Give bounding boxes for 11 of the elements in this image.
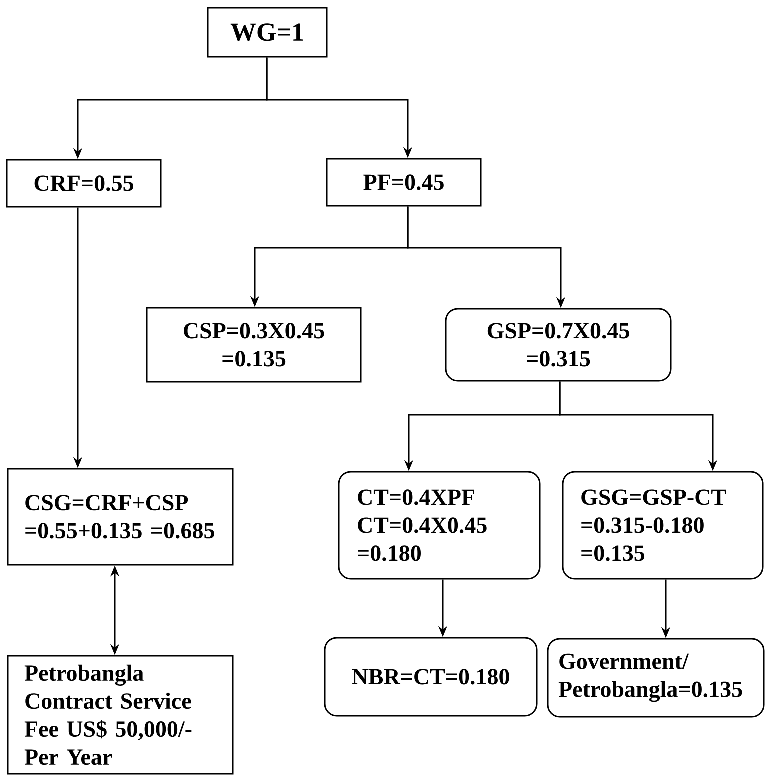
process-box: WG=1 (207, 7, 328, 58)
process-box: CSP=0.3X0.45 =0.135 (146, 307, 362, 383)
process-box: CSG=CRF+CSP =0.55+0.135 =0.685 (7, 468, 234, 566)
rounded-box: GSP=0.7X0.45 =0.315 (445, 308, 672, 382)
rounded-box: CT=0.4XPF CT=0.4X0.45 =0.180 (338, 471, 541, 580)
rounded-box: Government/ Petrobangla=0.135 (547, 638, 765, 718)
process-box: PF=0.45 (326, 158, 482, 207)
process-box: CRF=0.55 (6, 159, 162, 208)
rounded-box: GSG=GSP-CT =0.315-0.180 =0.135 (562, 471, 764, 580)
rounded-box: NBR=CT=0.180 (324, 637, 538, 717)
process-box: Petrobangla Contract Service Fee US$ 50,000/- Per Year (7, 655, 234, 775)
